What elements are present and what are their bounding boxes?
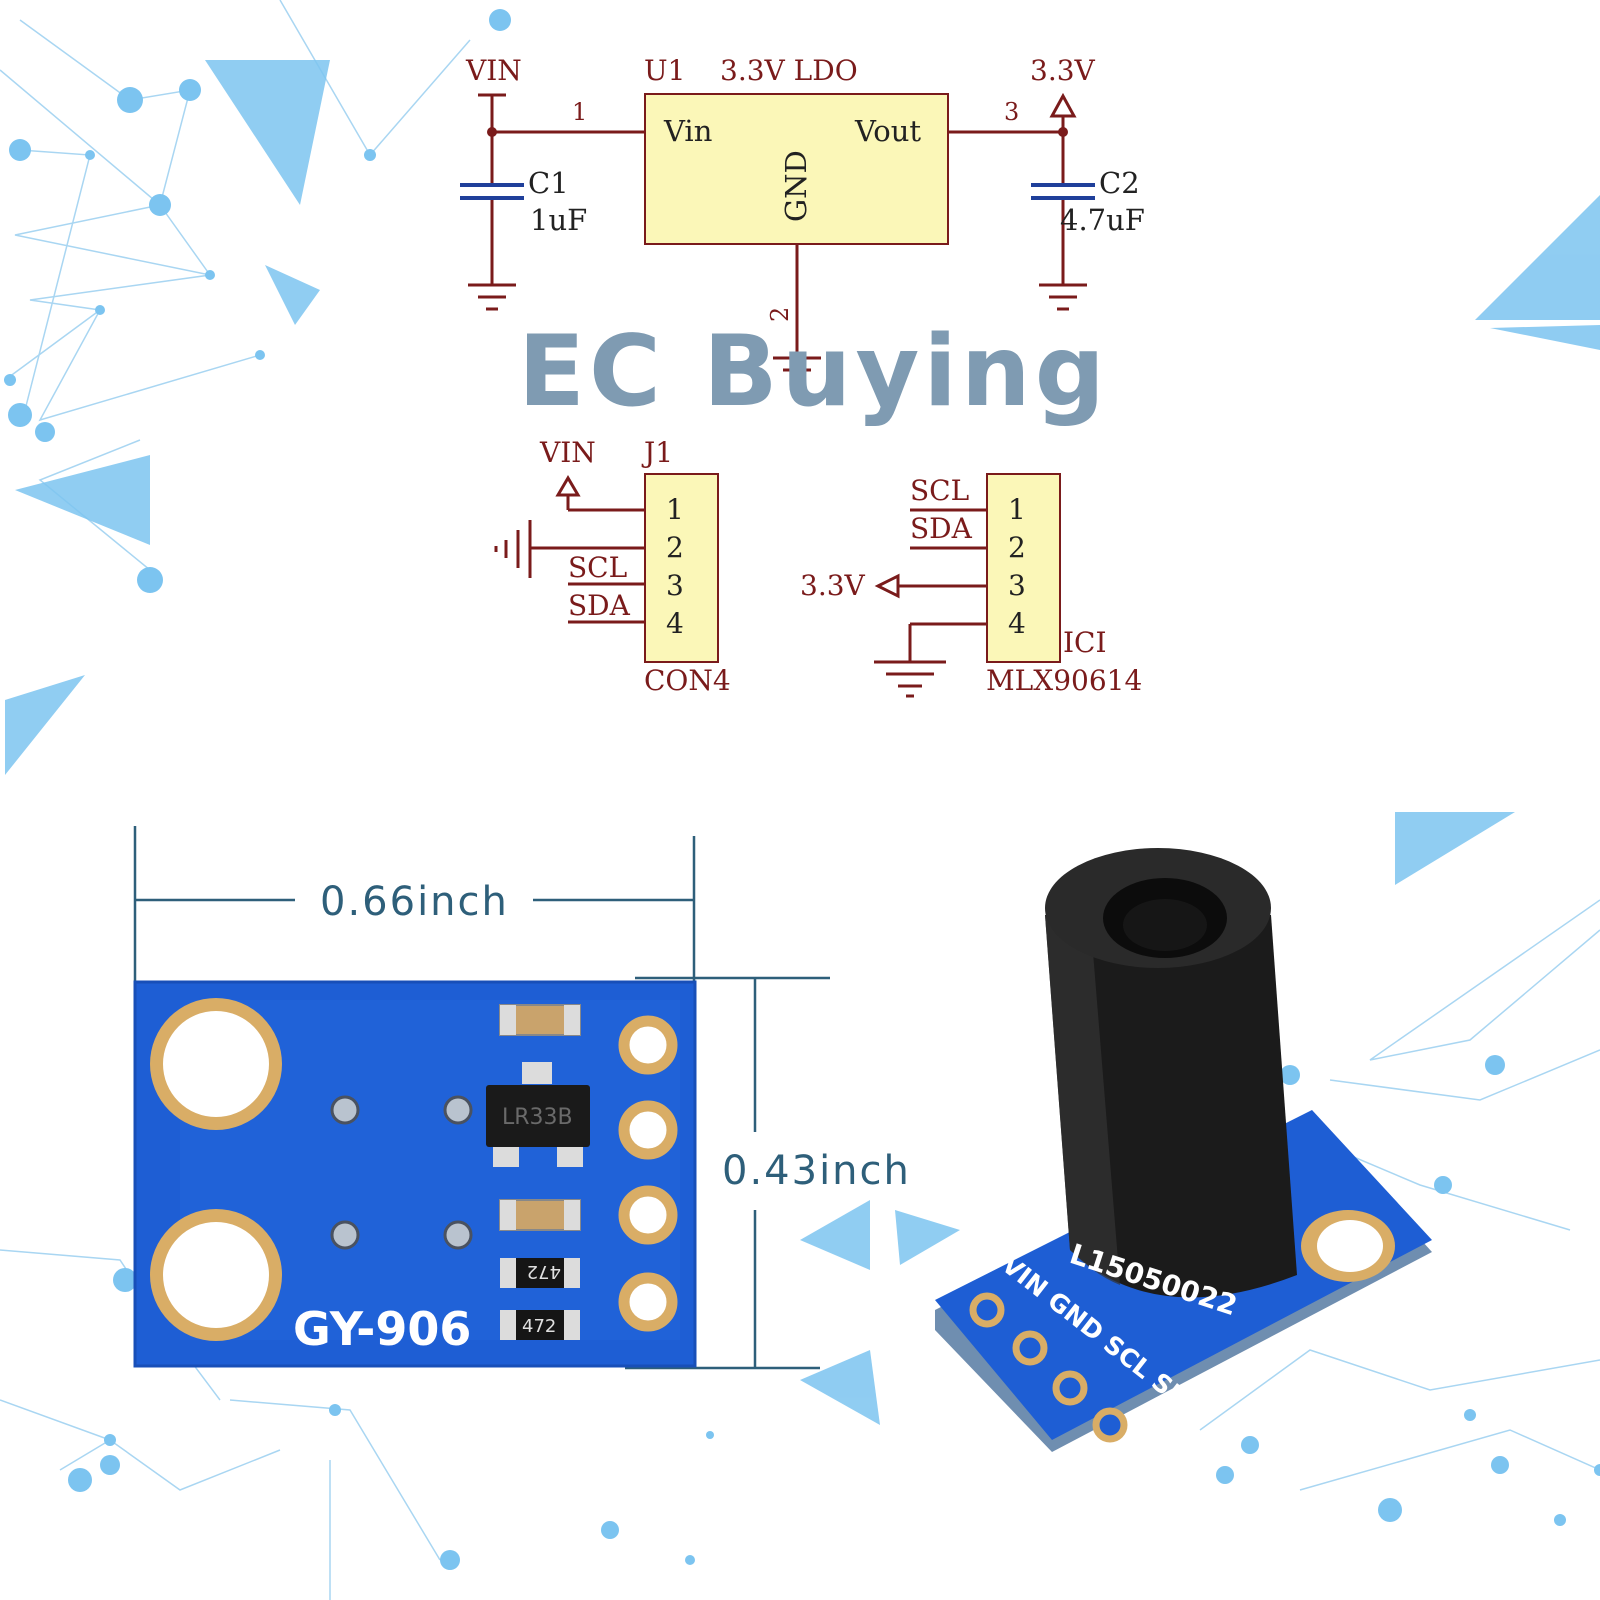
ldo-out-net-label: 3.3V xyxy=(1030,54,1096,87)
j1-name-label: CON4 xyxy=(644,664,731,697)
ldo-chip: LR33B xyxy=(486,1062,590,1167)
ldo-pin2-number: 2 xyxy=(766,307,794,322)
board-silkscreen: GY-906 xyxy=(293,1302,471,1356)
ldo-body xyxy=(644,93,949,245)
via xyxy=(330,1095,473,1250)
j1-scl-label: SCL xyxy=(568,551,627,584)
mounting-hole xyxy=(150,998,282,1130)
ldo-pin-gnd-label: GND xyxy=(779,150,813,222)
j1-pin4: 4 xyxy=(666,607,684,640)
j1-sda-label: SDA xyxy=(568,589,631,622)
ic1-pin1: 1 xyxy=(1008,493,1026,526)
gy906-board: LR33B 472 472 GY-906 xyxy=(133,980,697,1368)
ic1-name-label: MLX90614 xyxy=(986,664,1142,697)
j1-pin3: 3 xyxy=(666,569,684,602)
smd-resistor: 472 xyxy=(500,1310,580,1340)
j1-vin-net-label: VIN xyxy=(539,436,596,469)
board-height-label: 0.43inch xyxy=(722,1148,911,1194)
ldo-pin1-number: 1 xyxy=(572,98,587,126)
c2-value-label: 4.7uF xyxy=(1060,203,1145,237)
resistor-1-marking: 472 xyxy=(527,1261,561,1282)
mounting-hole xyxy=(150,1209,282,1341)
ic1-pin2: 2 xyxy=(1008,531,1026,564)
capacitor-c2-symbol xyxy=(1031,183,1095,200)
ldo-schematic xyxy=(460,92,1095,384)
smd-capacitor xyxy=(499,1004,581,1036)
ic1-scl-label: SCL xyxy=(910,474,969,507)
ldo-pin-vout-label: Vout xyxy=(854,114,921,148)
mlx90614-sensor: L15050022 VIN GND SCL SDA xyxy=(935,848,1432,1452)
ic1-sda-label: SDA xyxy=(910,512,973,545)
j1-pin2: 2 xyxy=(666,531,684,564)
background-triangles xyxy=(5,60,1600,1425)
ldo-chip-marking: LR33B xyxy=(502,1105,573,1130)
resistor-2-marking: 472 xyxy=(522,1316,556,1337)
j1-ref-label: J1 xyxy=(641,436,673,469)
header-pad xyxy=(618,1015,678,1332)
ic1-ref-label: ICI xyxy=(1063,626,1107,659)
ldo-title: 3.3V LDO xyxy=(720,54,858,87)
sensor-header-pad xyxy=(969,1292,1128,1443)
j1-body xyxy=(644,473,719,663)
ic1-pin4: 4 xyxy=(1008,607,1026,640)
capacitor-c1-symbol xyxy=(460,183,524,200)
smd-capacitor xyxy=(499,1199,581,1231)
ldo-ref-label: U1 xyxy=(644,54,685,87)
ic1-body xyxy=(986,473,1061,663)
ldo-pin-vin-label: Vin xyxy=(663,114,712,148)
ldo-pin3-number: 3 xyxy=(1004,98,1019,126)
background-nodes xyxy=(4,9,1600,1570)
j1-pin1: 1 xyxy=(666,493,684,526)
ic1-supply-label: 3.3V xyxy=(800,569,866,602)
smd-resistor: 472 xyxy=(500,1258,580,1288)
board-width-label: 0.66inch xyxy=(320,879,509,925)
watermark-text: EC Buying xyxy=(518,315,1109,429)
c1-value-label: 1uF xyxy=(530,203,587,237)
sensor-mounting-hole xyxy=(1301,1210,1395,1282)
j1-schematic xyxy=(494,473,719,663)
ldo-vin-net-label: VIN xyxy=(465,54,522,87)
ic1-schematic xyxy=(874,473,1061,698)
c1-ref-label: C1 xyxy=(528,166,569,200)
ic1-pin3: 3 xyxy=(1008,569,1026,602)
c2-ref-label: C2 xyxy=(1099,166,1140,200)
